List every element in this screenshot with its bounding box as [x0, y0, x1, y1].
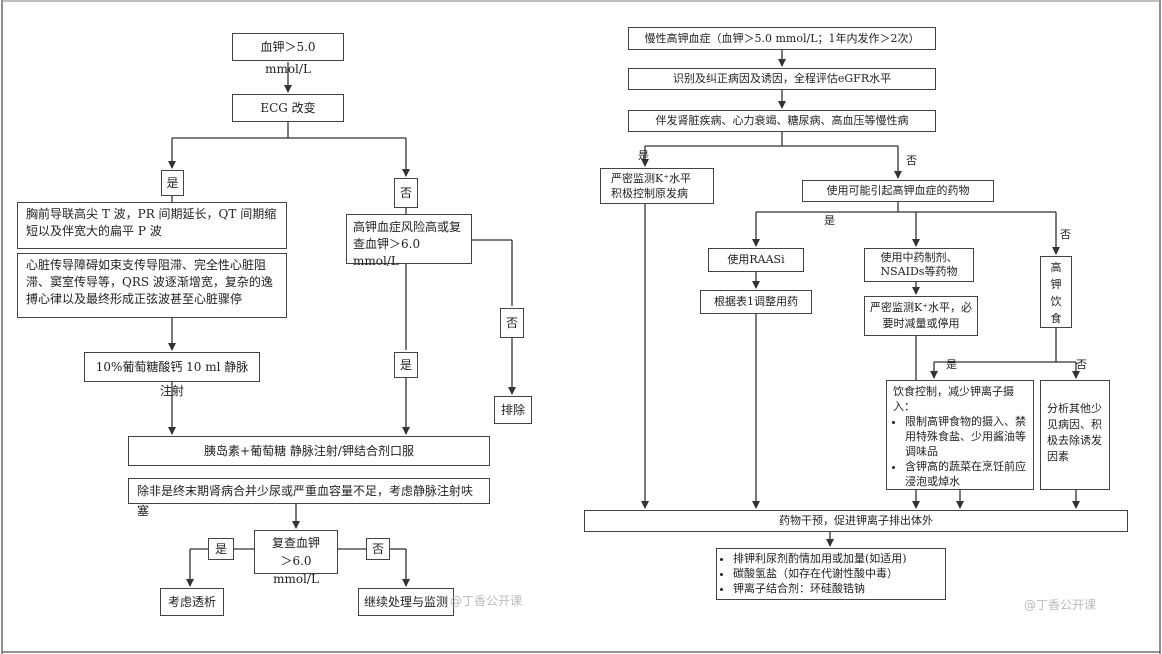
- insulin-node: 胰岛素+葡萄糖 静脉注射/钾结合剂口服: [128, 436, 490, 466]
- rare-causes-node: 分析其他少见病因、积极去除诱发因素: [1040, 380, 1110, 490]
- drug-list-item: 钾离子结合剂：环硅酸锆钠: [733, 581, 941, 596]
- ecg-no-badge: 否: [394, 178, 418, 208]
- chronic-node: 慢性高钾血症（血钾＞5.0 mmol/L；1年内发作＞2次）: [628, 27, 936, 50]
- comorbid-no-label: 否: [906, 154, 917, 167]
- drugs-yes-label: 是: [824, 214, 835, 227]
- raasi-node: 使用RAASi: [708, 248, 804, 272]
- watermark-right: @丁香公开课: [1024, 598, 1097, 612]
- monitor-node: 严密监测K⁺水平 积极控制原发病: [600, 168, 714, 204]
- drug-list-node: 排钾利尿剂酌情加用或加量(如适用) 碳酸氢盐（如存在代谢性酸中毒） 钾离子结合剂…: [716, 548, 946, 600]
- diet-control-title: 饮食控制，减少钾离子摄入：: [893, 385, 1014, 413]
- risk-no-badge: 否: [500, 308, 524, 338]
- recheck-node: 复查血钾 ＞6.0 mmol/L: [254, 530, 338, 586]
- diet-no-label: 否: [1076, 358, 1087, 371]
- risk-node: 高钾血症风险高或复查血钾＞6.0 mmol/L: [346, 214, 472, 268]
- comorbid-yes-label: 是: [638, 149, 649, 162]
- ecg-yes-badge: 是: [161, 170, 184, 196]
- continue-node: 继续处理与监测: [358, 588, 454, 616]
- ecg-severe-node: 心脏传导障碍如束支传导阻滞、完全性心脏阻滞、窦室传导等，QRS 波逐渐增宽，复杂…: [17, 253, 287, 318]
- ecg-node: ECG 改变: [232, 94, 344, 122]
- drugs-node: 使用可能引起高钾血症的药物: [802, 180, 994, 202]
- watermark-left: @丁香公开课: [450, 594, 523, 608]
- risk-yes-badge: 是: [394, 352, 418, 378]
- diet-control-item: 含钾高的蔬菜在烹饪前应浸泡或焯水: [905, 459, 1027, 489]
- identify-node: 识别及纠正病因及诱因，全程评估eGFR水平: [628, 68, 936, 90]
- intervention-node: 药物干预，促进钾离子排出体外: [584, 510, 1128, 532]
- ecg-signs-node: 胸前导联高尖 T 波，PR 间期延长，QT 间期缩短以及伴宽大的扁平 P 波: [17, 202, 287, 249]
- diet-node: 高钾饮食: [1040, 256, 1072, 328]
- diet-control-node: 饮食控制，减少钾离子摄入： 限制高钾食物的摄入、禁用特殊食盐、少用酱油等调味品 …: [886, 380, 1034, 490]
- drug-list-item: 排钾利尿剂酌情加用或加量(如适用): [733, 551, 941, 566]
- dialysis-note-node: 除非是终末期肾病合并少尿或严重血容量不足，考虑静脉注射呋塞: [128, 478, 490, 518]
- dialysis-node: 考虑透析: [160, 588, 224, 616]
- calcium-node: 10%葡萄糖酸钙 10 ml 静脉注射: [84, 352, 260, 398]
- exclude-node: 排除: [494, 396, 532, 424]
- recheck-no-badge: 否: [366, 538, 390, 560]
- monitor-reduce-node: 严密监测K⁺水平，必要时减量或停用: [864, 296, 978, 336]
- adjust-node: 根据表1调整用药: [700, 290, 812, 314]
- drugs-no-label: 否: [1060, 228, 1071, 241]
- comorbid-node: 伴发肾脏疾病、心力衰竭、糖尿病、高血压等慢性病: [628, 110, 936, 132]
- drug-list-item: 碳酸氢盐（如存在代谢性酸中毒）: [733, 566, 941, 581]
- herbal-node: 使用中药制剂、NSAIDs等药物: [864, 248, 974, 282]
- recheck-yes-badge: 是: [208, 538, 234, 560]
- diet-control-item: 限制高钾食物的摄入、禁用特殊食盐、少用酱油等调味品: [905, 414, 1027, 459]
- start-node: 血钾＞5.0 mmol/L: [232, 33, 344, 76]
- diet-yes-label: 是: [946, 358, 957, 371]
